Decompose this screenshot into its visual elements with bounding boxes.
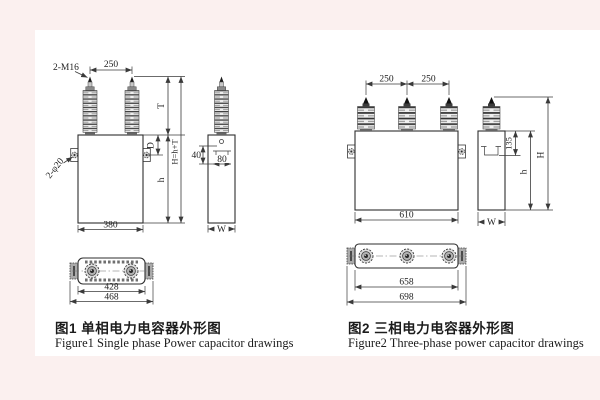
dim-label-total-height: H=h+T xyxy=(170,139,180,165)
figure2-top-view: 658 698 xyxy=(346,243,467,306)
figure1-top-view: 428 468 xyxy=(69,257,154,305)
dim-label-428: 428 xyxy=(104,283,119,293)
figure2-caption-en: Figure2 Three-phase power capacitor draw… xyxy=(348,336,584,350)
dim-label-pitch-right: 250 xyxy=(421,75,436,85)
dim-label-658: 658 xyxy=(399,278,414,288)
dim-label-pitch-250: 250 xyxy=(104,60,119,70)
dim-label-bolt: 2-M16 xyxy=(53,63,79,73)
dim-label-40: 40 xyxy=(192,151,202,161)
figure1-caption-zh: 图1 单相电力电容器外形图 xyxy=(55,321,222,336)
dim-label-h2: h xyxy=(520,169,530,174)
dim-label-W: W xyxy=(217,225,226,235)
figure1-caption-en: Figure1 Single phase Power capacitor dra… xyxy=(55,336,294,350)
dim-label-W2: W xyxy=(487,218,496,228)
dim-label-698: 698 xyxy=(399,293,414,303)
figure1-side-view: 40 80 W xyxy=(192,76,236,235)
dim-label-80: 80 xyxy=(217,155,227,165)
dim-label-D: D xyxy=(147,142,157,149)
figure2-side-view: 135 h H W xyxy=(477,96,553,228)
dim-label-holes: 2-φ20 xyxy=(44,156,66,180)
figure2-front-view: 250 250 610 xyxy=(347,75,466,224)
dim-label-H: H xyxy=(537,151,547,158)
dim-label-pitch-left: 250 xyxy=(379,75,394,85)
figure1-front-view: 250 2-M16 2-φ20 T h H=h+T D 380 xyxy=(44,60,185,233)
dim-label-135: 135 xyxy=(504,137,514,150)
figure2-caption-zh: 图2 三相电力电容器外形图 xyxy=(348,321,515,336)
dim-label-h: h xyxy=(157,177,167,182)
dim-label-610: 610 xyxy=(399,211,414,221)
dim-label-468: 468 xyxy=(104,293,119,303)
dim-label-380: 380 xyxy=(103,221,118,231)
dim-label-T: T xyxy=(157,103,167,109)
